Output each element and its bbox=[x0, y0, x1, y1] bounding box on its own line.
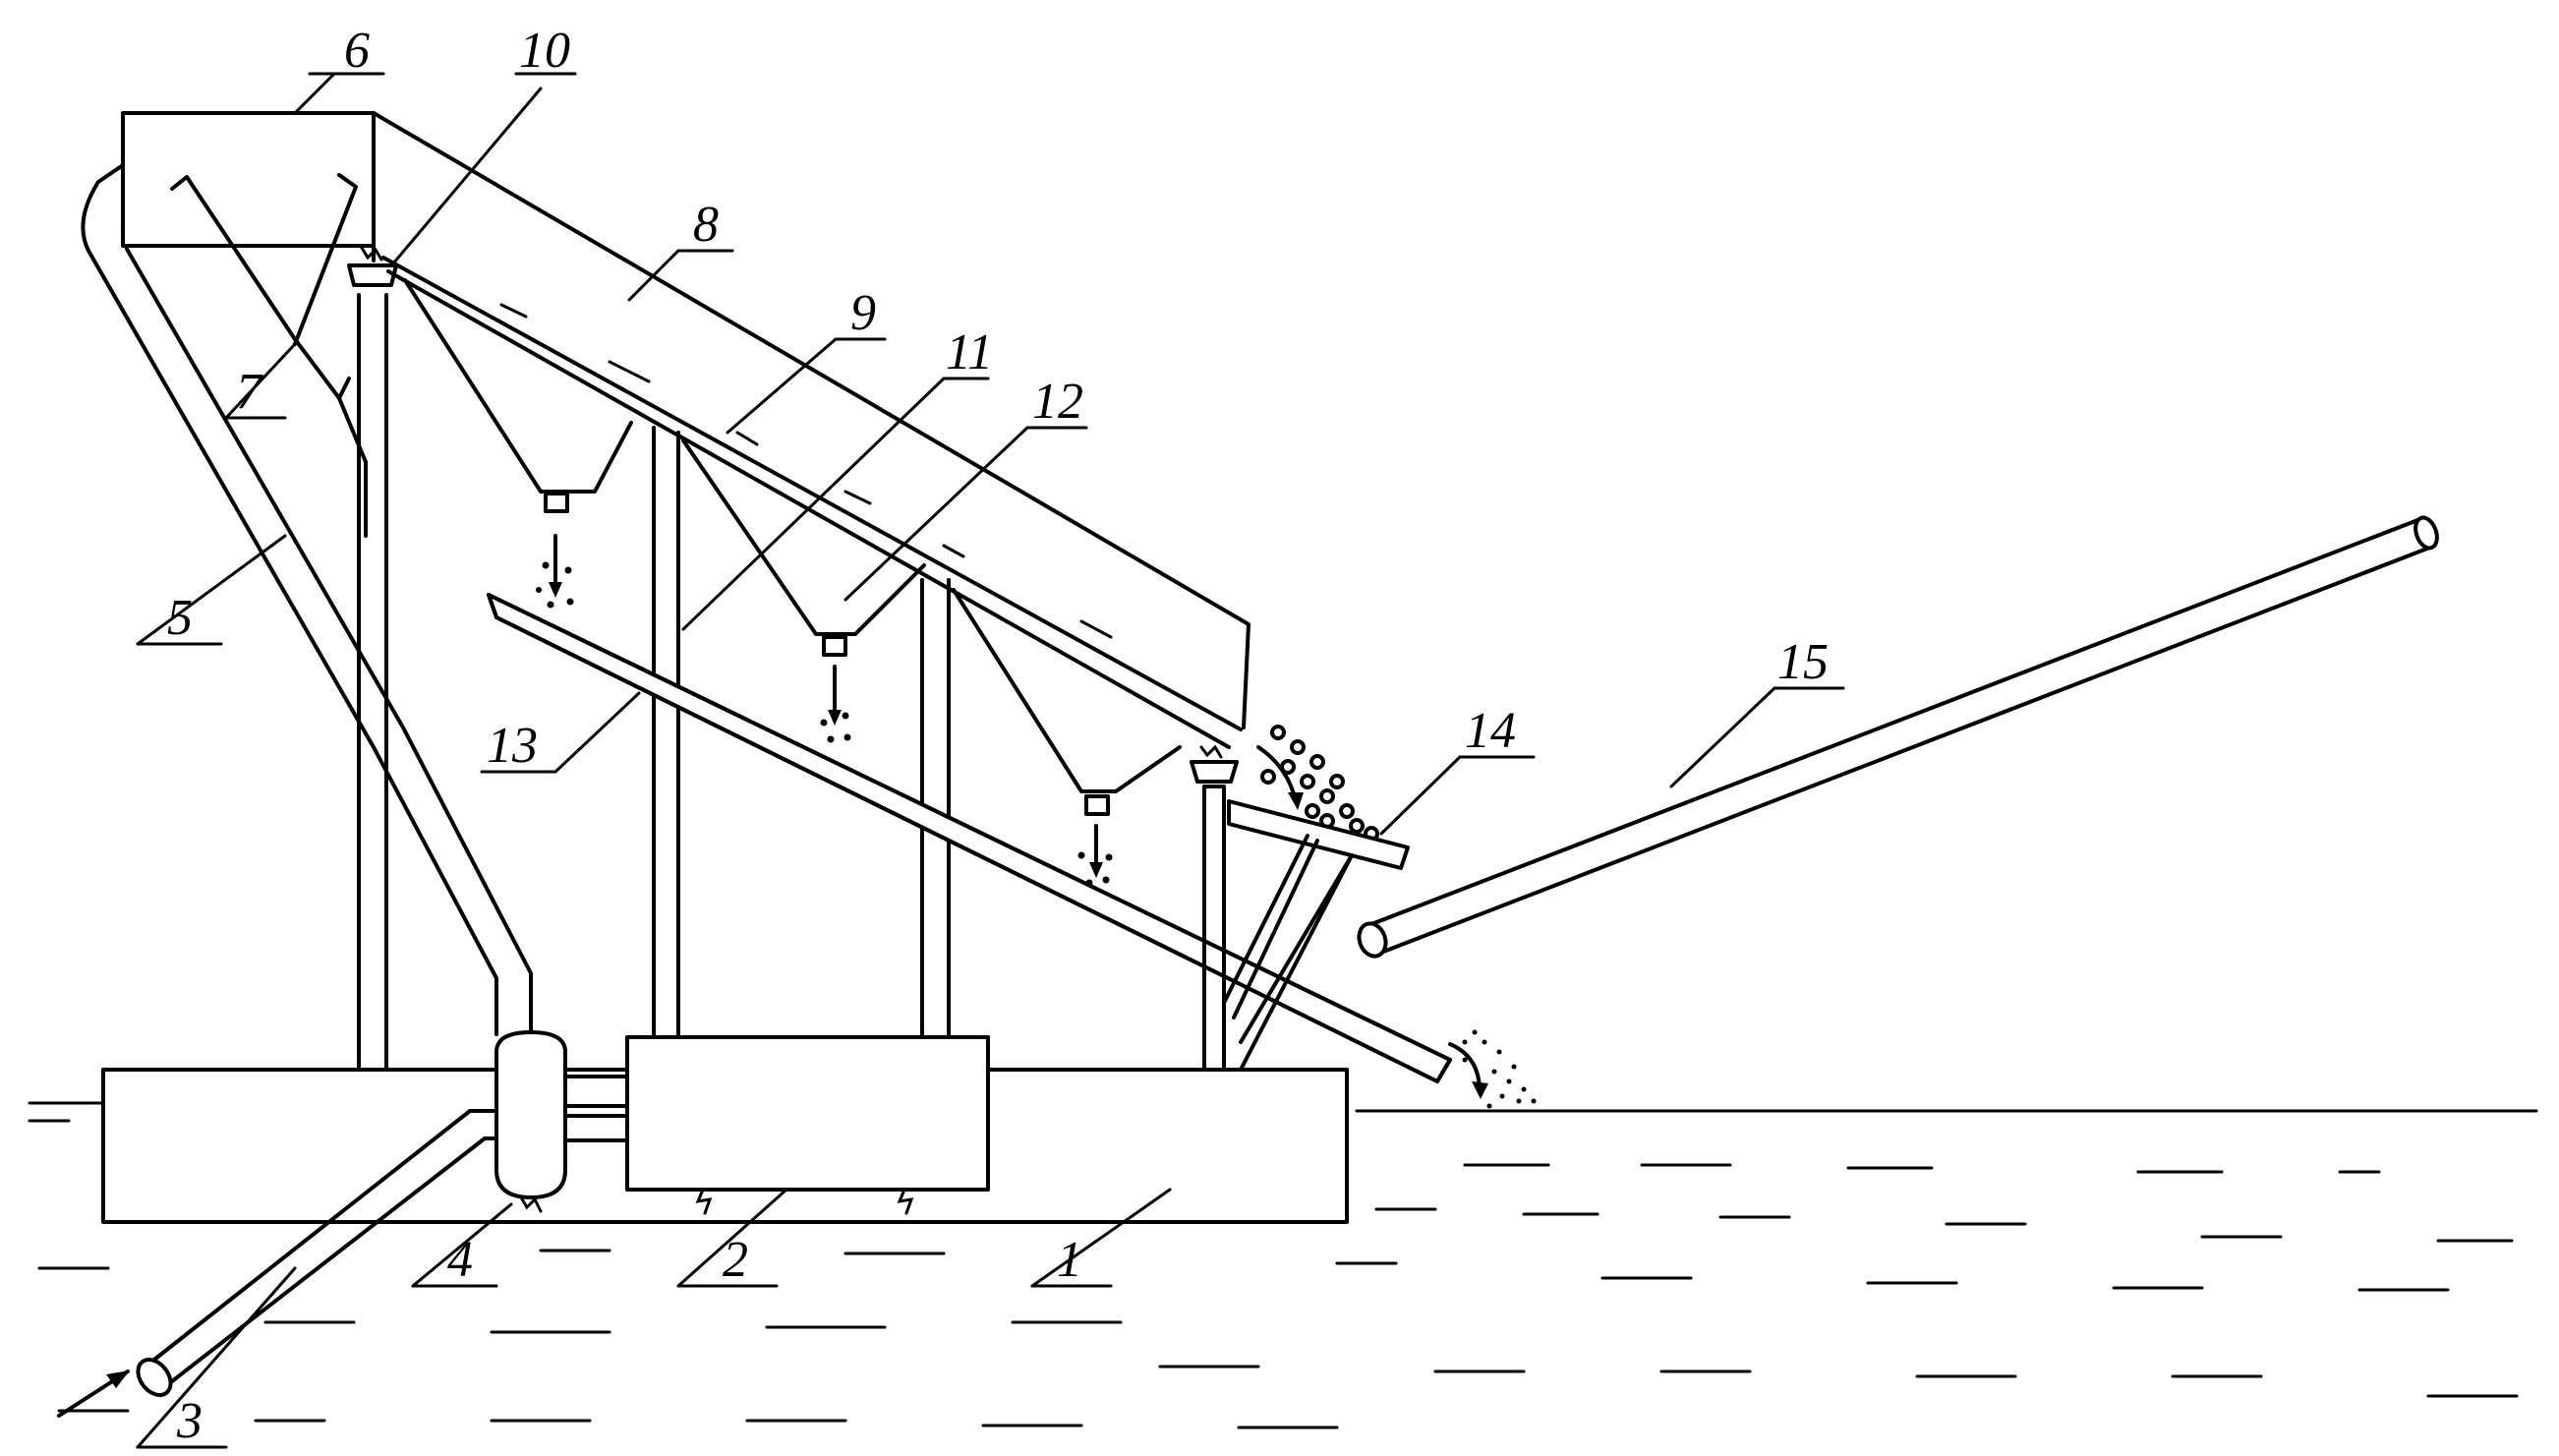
label-2: 2 bbox=[723, 1232, 748, 1288]
support-left bbox=[359, 295, 386, 1070]
roller-bottom bbox=[1192, 747, 1237, 782]
label-7: 7 bbox=[236, 364, 263, 420]
screen-housing bbox=[374, 113, 1249, 728]
label-14: 14 bbox=[1465, 703, 1516, 759]
label-12: 12 bbox=[1032, 374, 1083, 430]
support-middle bbox=[654, 428, 678, 1037]
pressure-pipe bbox=[83, 165, 531, 1034]
label-9: 9 bbox=[850, 285, 876, 341]
label-15: 15 bbox=[1777, 634, 1829, 690]
pump-connection-pipe bbox=[565, 1077, 624, 1140]
tank bbox=[123, 113, 374, 246]
label-8: 8 bbox=[693, 197, 719, 253]
hopper-1 bbox=[405, 280, 631, 511]
engine-box bbox=[627, 1037, 988, 1213]
label-10: 10 bbox=[519, 23, 570, 79]
conveyor-long bbox=[1355, 515, 2441, 961]
inclined-screen bbox=[383, 258, 1241, 747]
water-ripples bbox=[39, 1165, 2517, 1427]
pump bbox=[496, 1032, 565, 1211]
label-6: 6 bbox=[344, 23, 370, 79]
inflow-arrow bbox=[59, 1370, 130, 1416]
falling-material bbox=[536, 536, 1113, 887]
label-5: 5 bbox=[167, 590, 193, 646]
suction-pipe bbox=[132, 1111, 496, 1401]
label-1: 1 bbox=[1057, 1232, 1082, 1288]
label-4: 4 bbox=[447, 1232, 473, 1288]
label-11: 11 bbox=[946, 324, 993, 380]
label-3: 3 bbox=[176, 1393, 203, 1449]
water-surface bbox=[29, 1103, 2536, 1121]
label-13: 13 bbox=[487, 718, 538, 774]
discharge-spray bbox=[1450, 1030, 1537, 1109]
hopper-2 bbox=[683, 440, 924, 655]
